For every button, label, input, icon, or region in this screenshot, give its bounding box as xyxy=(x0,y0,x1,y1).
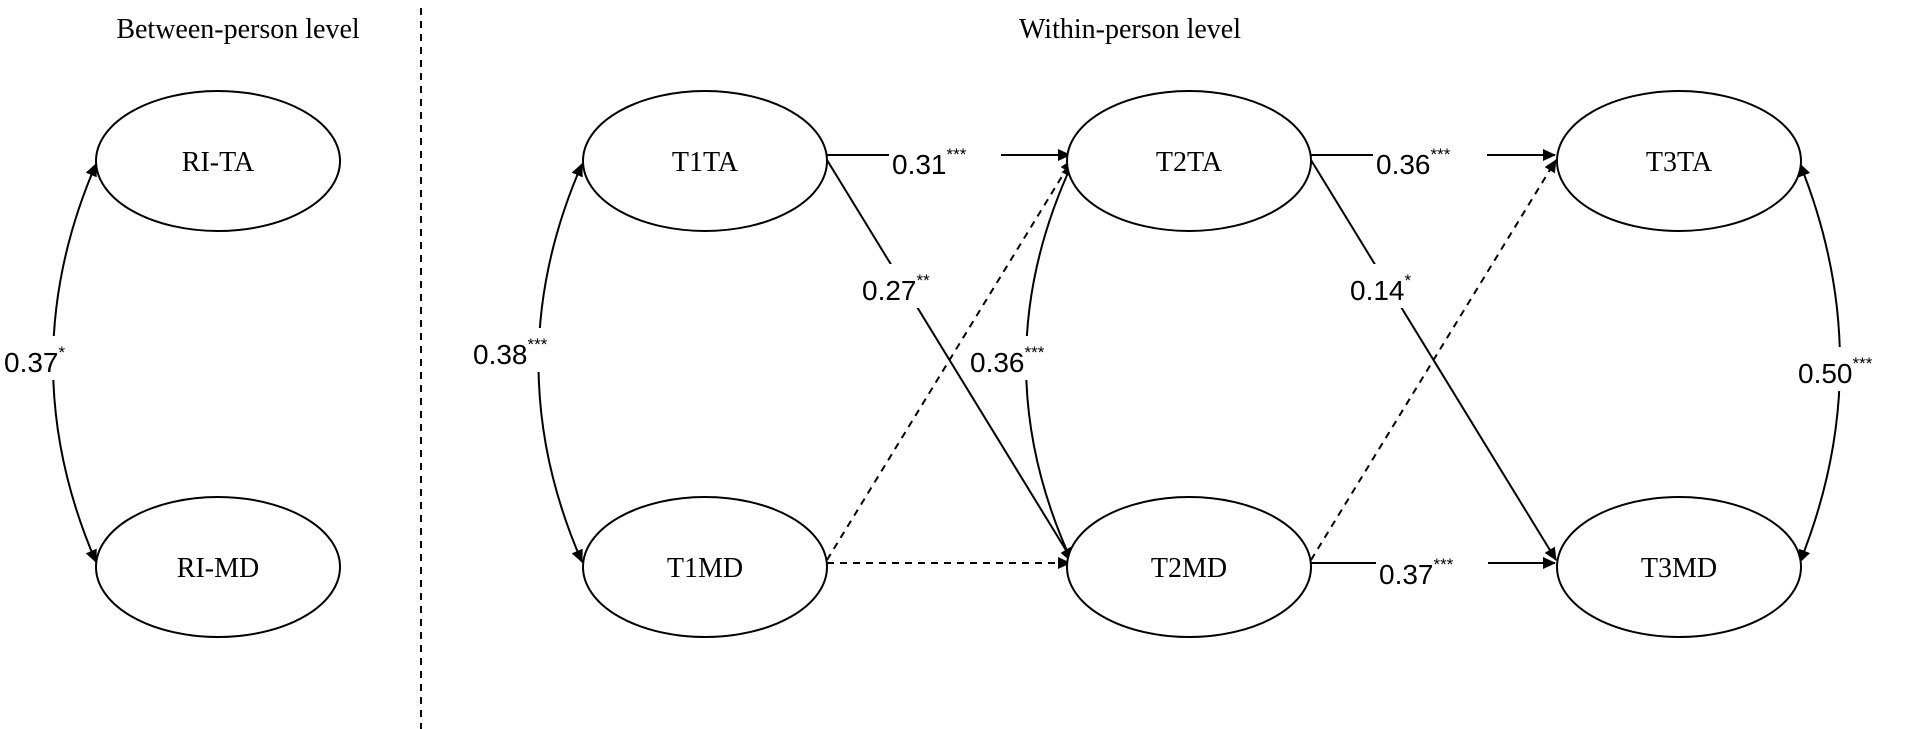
coef-ri-covariance: 0.37* xyxy=(0,336,84,380)
node-label: T3TA xyxy=(1646,147,1713,178)
node-ri-ta: RI-TA xyxy=(95,90,341,232)
coef-sig: *** xyxy=(1434,555,1454,574)
node-t3ta: T3TA xyxy=(1556,90,1802,232)
svg-text:0.38***: 0.38*** xyxy=(473,335,548,370)
between-person-title: Between-person level xyxy=(116,14,360,45)
coef-t3-covariance: 0.50*** xyxy=(1796,347,1906,391)
node-label: T2TA xyxy=(1156,147,1223,178)
coef-sig: ** xyxy=(917,271,931,290)
coef-sig: *** xyxy=(1025,343,1045,362)
node-label: T3MD xyxy=(1641,553,1717,584)
node-label: T1MD xyxy=(667,553,743,584)
t1md-to-t2ta-arrow xyxy=(826,159,1073,561)
svg-text:0.14*: 0.14* xyxy=(1350,271,1412,306)
node-t2ta: T2TA xyxy=(1066,90,1312,232)
svg-text:0.50***: 0.50*** xyxy=(1798,354,1873,389)
node-t3md: T3MD xyxy=(1556,496,1802,638)
node-label: T2MD xyxy=(1151,553,1227,584)
coef-t1-covariance: 0.38*** xyxy=(470,328,578,372)
svg-text:0.31***: 0.31*** xyxy=(892,145,967,180)
node-t2md: T2MD xyxy=(1066,496,1312,638)
coef-value: 0.50 xyxy=(1798,358,1853,389)
coef-value: 0.27 xyxy=(862,275,917,306)
svg-text:0.37*: 0.37* xyxy=(4,343,66,378)
node-label: T1TA xyxy=(672,147,739,178)
coef-value: 0.36 xyxy=(970,347,1025,378)
coef-sig: *** xyxy=(947,145,967,164)
node-ri-md: RI-MD xyxy=(95,496,341,638)
coef-t1ta-t2ta: 0.31*** xyxy=(889,138,1001,182)
coef-value: 0.37 xyxy=(1379,559,1434,590)
svg-text:0.36***: 0.36*** xyxy=(970,343,1045,378)
t2md-to-t3ta-arrow xyxy=(1310,159,1557,561)
coef-sig: * xyxy=(59,343,66,362)
coef-t2md-t3md: 0.37*** xyxy=(1376,548,1488,592)
node-label: RI-MD xyxy=(177,553,259,584)
coef-t2-covariance: 0.36*** xyxy=(968,336,1082,380)
node-t1ta: T1TA xyxy=(582,90,828,232)
coef-value: 0.31 xyxy=(892,149,947,180)
node-label: RI-TA xyxy=(182,147,255,178)
svg-text:0.36***: 0.36*** xyxy=(1376,145,1451,180)
within-person-title: Within-person level xyxy=(1019,14,1241,45)
coef-sig: *** xyxy=(1431,145,1451,164)
svg-text:0.27**: 0.27** xyxy=(862,271,930,306)
coef-value: 0.36 xyxy=(1376,149,1431,180)
coef-t2ta-t3ta: 0.36*** xyxy=(1373,138,1487,182)
coef-t1ta-t2md: 0.27** xyxy=(860,264,960,308)
coef-sig: *** xyxy=(528,335,548,354)
coef-sig: *** xyxy=(1853,354,1873,373)
coef-value: 0.38 xyxy=(473,339,528,370)
svg-text:0.37***: 0.37*** xyxy=(1379,555,1454,590)
node-t1md: T1MD xyxy=(582,496,828,638)
coef-value: 0.14 xyxy=(1350,275,1405,306)
coef-sig: * xyxy=(1405,271,1412,290)
coef-value: 0.37 xyxy=(4,347,59,378)
coef-t2ta-t3md: 0.14* xyxy=(1348,264,1434,308)
